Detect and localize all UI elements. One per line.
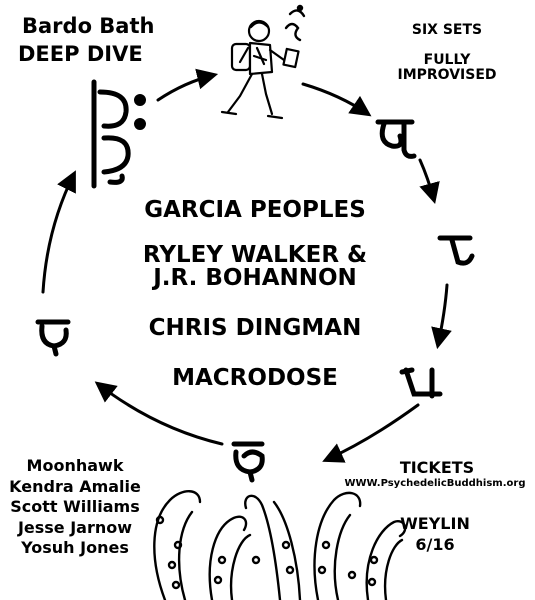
format-line1: SIX SETS (411, 22, 483, 38)
tickets-label: TICKETS (399, 458, 475, 477)
format-line2: FULLY (423, 52, 471, 68)
cycle-arrow-icon (418, 158, 440, 205)
lineup-act: CHRIS DINGMAN (148, 315, 362, 341)
pre-syllable-icon (231, 441, 265, 483)
cycle-arrow-icon (322, 403, 420, 463)
tentacles-icon (153, 490, 407, 600)
venue-name: WEYLIN (400, 514, 470, 533)
lineup-act: J.R. BOHANNON (153, 265, 357, 291)
a-syllable-icon (375, 119, 417, 159)
crew-name: Yosuh Jones (21, 538, 129, 557)
crew-name: Kendra Amalie (9, 476, 141, 496)
cycle-arrow-icon (301, 82, 372, 117)
tri-syllable-icon (399, 367, 443, 399)
cycle-arrow-icon (156, 68, 219, 102)
format-line3: IMPROVISED (397, 67, 497, 83)
event-date: 6/16 (415, 535, 455, 554)
cycle-arrows (41, 68, 452, 463)
crew-name: Scott Williams (10, 497, 140, 516)
lineup-act: GARCIA PEOPLES (144, 197, 366, 223)
crew-name: Jesse Jarnow (17, 517, 133, 537)
lineup-act: MACRODOSE (172, 365, 338, 391)
du-syllable-icon (35, 319, 71, 357)
crew-list: Moonhawk Kendra Amalie Scott Williams Je… (6, 456, 144, 559)
event-title-line2: DEEP DIVE (18, 42, 143, 66)
event-title-line1: Bardo Bath (22, 14, 155, 38)
lineup-act: RYLEY WALKER & (142, 242, 368, 268)
om-syllable-icon (284, 4, 306, 42)
nri-syllable-icon (437, 235, 475, 266)
cycle-arrow-icon (41, 170, 76, 294)
crew-name: Moonhawk (26, 456, 124, 475)
cycle-arrow-icon (431, 283, 452, 350)
ma-syllable-icon (91, 79, 146, 189)
cycle-arrow-icon (94, 381, 224, 446)
tickets-url[interactable]: WWW.PsychedelicBuddhism.org (344, 478, 526, 489)
walking-traveler-icon (220, 19, 300, 120)
